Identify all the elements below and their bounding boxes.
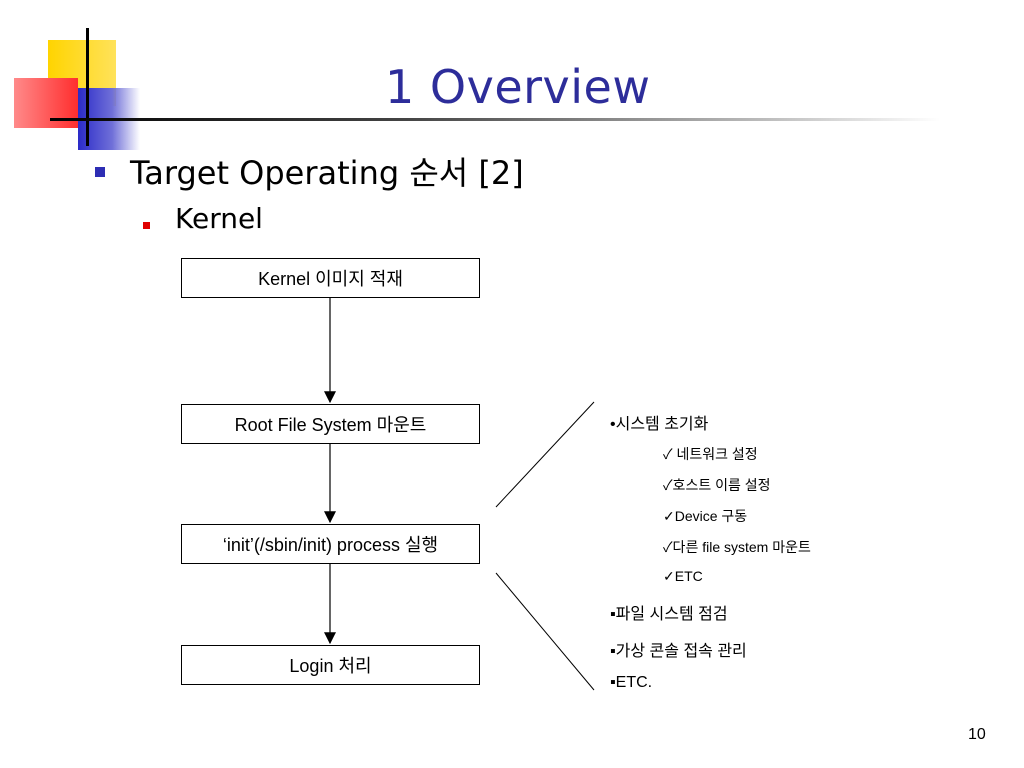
callout-line-lower <box>495 572 595 691</box>
bullet-level2-text: Kernel <box>175 202 263 235</box>
detail-sub-item: ✓ 네트워크 설정 <box>663 446 758 462</box>
detail-main-item: ▪파일 시스템 점검 <box>610 606 728 623</box>
flow-step-box: Login 처리 <box>181 645 480 685</box>
title-underline <box>50 118 940 121</box>
flow-step-box: Root File System 마운트 <box>181 404 480 444</box>
bullet-level1-text: Target Operating 순서 [2] <box>130 154 524 192</box>
flow-step-box: Kernel 이미지 적재 <box>181 258 480 298</box>
decor-vertical-line <box>86 28 89 146</box>
flow-step-box: ‘init’(/sbin/init) process 실행 <box>181 524 480 564</box>
detail-sub-item: ✓Device 구동 <box>663 508 748 524</box>
slide-title: 1 Overview <box>385 60 651 114</box>
detail-main-item: ▪ETC. <box>610 674 653 691</box>
callout-line-upper <box>495 401 595 508</box>
detail-sub-item: ✓다른 file system 마운트 <box>663 539 811 555</box>
detail-sub-item: ✓ETC <box>663 568 703 584</box>
bullet-square-icon <box>143 222 150 229</box>
detail-main-item: •시스템 초기화 <box>610 416 709 433</box>
detail-sub-item: ✓호스트 이름 설정 <box>663 477 771 493</box>
bullet-square-icon <box>95 167 105 177</box>
page-number: 10 <box>968 726 986 743</box>
detail-main-item: ▪가상 콘솔 접속 관리 <box>610 643 747 660</box>
